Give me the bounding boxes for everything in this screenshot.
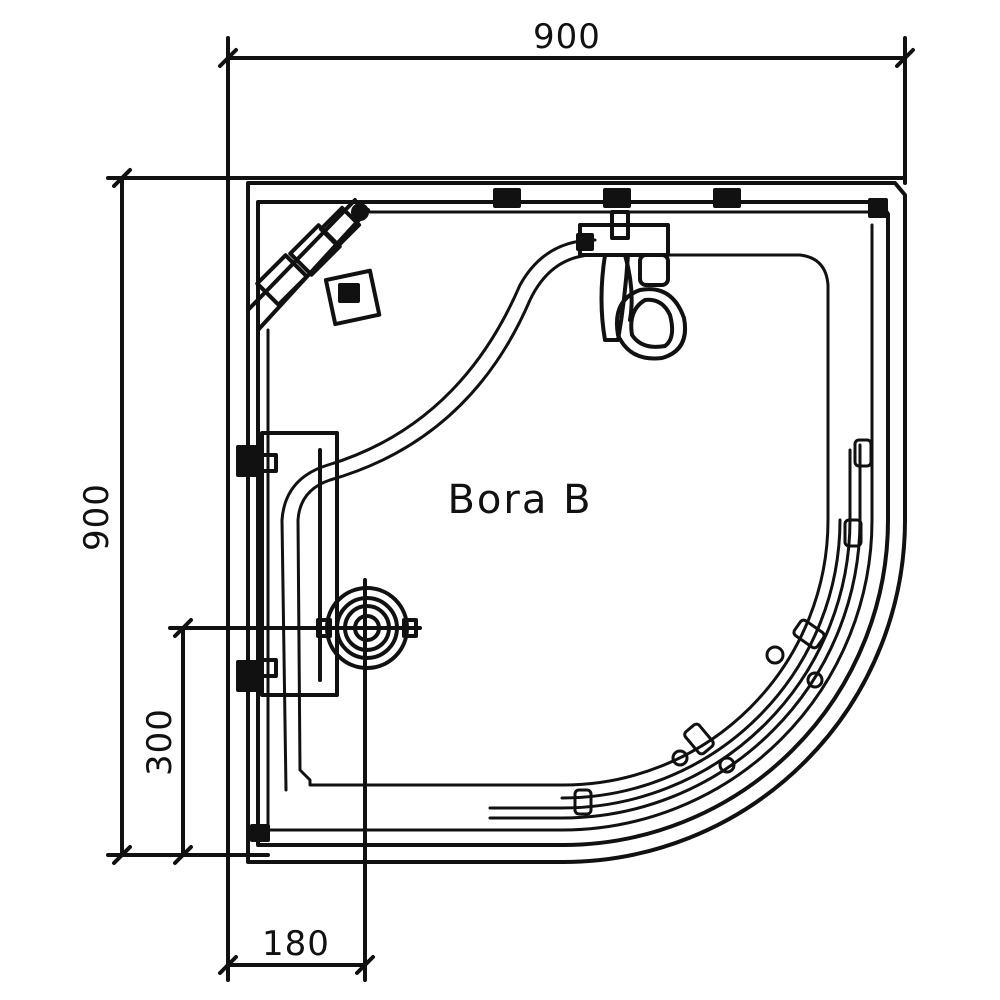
door-rollers (573, 438, 873, 816)
shower-handle (599, 253, 630, 342)
bracket-icon (868, 198, 888, 218)
accessory-knob (351, 203, 369, 221)
bracket-icon (236, 445, 260, 477)
roller (573, 788, 593, 816)
corner-diagonal (256, 208, 370, 332)
drain-tab (316, 618, 332, 638)
dimension-depth-label: 900 (77, 483, 117, 551)
accessory-block (255, 253, 309, 307)
shower-head (615, 287, 687, 361)
door-tracks (263, 223, 874, 832)
left-panel-body (260, 431, 339, 697)
roller (683, 722, 715, 756)
drawing-lines (106, 36, 915, 982)
dimension-drain-side-label: 180 (262, 924, 330, 964)
left-panel (236, 431, 339, 697)
accessory-block (323, 268, 382, 327)
bracket-icon (236, 660, 260, 692)
drain-side-tick-right (355, 955, 375, 975)
door-track-mid (488, 443, 862, 820)
bracket-icon (713, 188, 741, 208)
bracket-icon (250, 824, 270, 842)
tray-outer-outline (246, 181, 907, 864)
shower-head-inner (629, 297, 675, 349)
drain-icon (316, 586, 418, 670)
drain-wall-dimension (168, 618, 422, 865)
drain-side-dimension (218, 578, 375, 982)
left-tick-bottom (112, 845, 132, 865)
bracket-icon (493, 188, 521, 208)
handle (718, 756, 736, 774)
drain-side-tick-left (218, 955, 238, 975)
inner-floor-outline-2 (280, 238, 597, 792)
door-track-outer (263, 438, 874, 832)
corner-accessory (246, 198, 382, 332)
roller (853, 438, 873, 468)
handle (671, 749, 689, 767)
left-tick-top (112, 168, 132, 188)
dimension-drain-wall-label: 300 (140, 708, 180, 776)
roller (843, 518, 863, 548)
model-label: Bora B (447, 477, 592, 523)
roller (792, 618, 826, 650)
drain-wall-tick-top (173, 618, 193, 638)
accessory-block (318, 205, 362, 249)
accessory-block (338, 283, 360, 303)
bracket-icon (603, 188, 631, 208)
mixer-valve (610, 210, 630, 240)
door-track-innermost (560, 518, 842, 800)
drain-ring (335, 596, 399, 660)
top-brackets (250, 188, 888, 842)
tray-inner-rim (256, 200, 890, 847)
drain-inner (353, 614, 381, 642)
drain-wall-tick-bottom (173, 845, 193, 865)
mixer-valve (576, 233, 594, 251)
drain-ring (343, 604, 391, 652)
left-dimension (106, 168, 907, 865)
drain-outer (325, 586, 409, 670)
bracket-icon (260, 453, 278, 473)
drain-tab (402, 618, 418, 638)
shower-head-icon (576, 210, 687, 361)
handle (806, 671, 824, 689)
inner-floor-outline (296, 253, 830, 787)
door-track-inner (488, 448, 852, 810)
shower-hose (623, 253, 634, 322)
top-dimension (218, 36, 915, 982)
top-tick-left (218, 48, 238, 68)
top-tick-right (895, 48, 915, 68)
bracket-icon (260, 658, 278, 678)
dimension-width-label: 900 (533, 17, 601, 57)
handle (765, 645, 785, 665)
mixer-holder (638, 253, 670, 287)
